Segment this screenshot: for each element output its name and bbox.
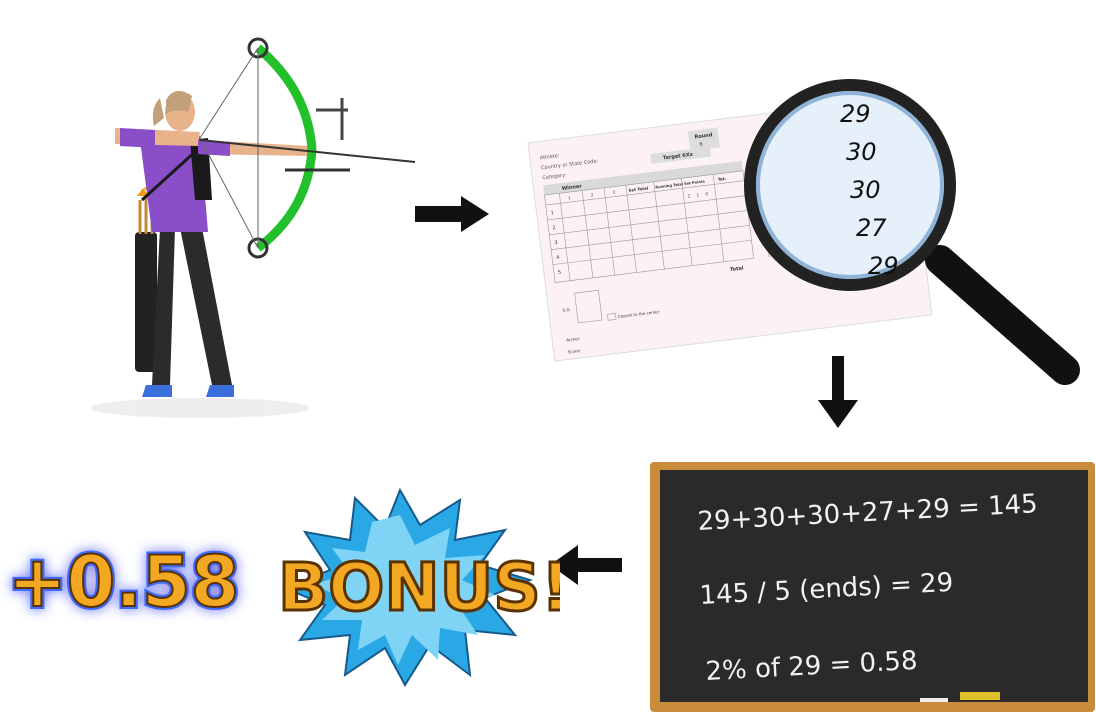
- set-points-1: 1: [696, 192, 700, 197]
- flow-arrow-down: [818, 356, 858, 428]
- flow-arrow-right: [415, 196, 489, 232]
- col-3: 3: [612, 189, 616, 194]
- handwritten-score-5: 29: [868, 252, 899, 280]
- quiver: [135, 232, 157, 372]
- flow-arrow-left: [550, 545, 622, 585]
- round-label: Round: [694, 132, 713, 140]
- category-label: Category:: [542, 172, 567, 181]
- target-label: Target 6Xx: [662, 152, 694, 162]
- so-label: S.O.: [562, 307, 571, 313]
- chalkboard: 29+30+30+27+29 = 145 145 / 5 (ends) = 29…: [620, 432, 1096, 713]
- row-5: 5: [558, 270, 562, 276]
- athlete-label: Athlete:: [540, 153, 561, 161]
- row-4: 4: [556, 255, 560, 261]
- set-points-0: 0: [705, 191, 709, 196]
- leg-left: [152, 228, 175, 385]
- bonus-graphic: BONUS! +0.58 +0.58: [0, 470, 572, 700]
- col-set-total: Set Total: [628, 185, 649, 192]
- set-points-2: 2: [687, 193, 691, 198]
- row-3: 3: [554, 240, 558, 246]
- scoresheet-magnifier: Athlete: Country or State Code: Category…: [520, 60, 1096, 400]
- bonus-value-glow: +0.58: [8, 541, 239, 623]
- chalk-piece: [920, 698, 948, 702]
- archer-label: Archer: [566, 336, 580, 343]
- magnifier-lens: [744, 79, 956, 291]
- eraser: [960, 692, 1000, 700]
- row-2: 2: [552, 225, 556, 231]
- col-1: 1: [568, 195, 572, 200]
- archer-illustration: [80, 0, 435, 420]
- bonus-value: +0.58: [8, 541, 239, 623]
- bonus-word: BONUS!: [278, 549, 560, 626]
- winner-label: Winner: [561, 183, 582, 191]
- chalkboard-surface: [660, 470, 1088, 702]
- closest-label: Closest to the center: [617, 309, 659, 319]
- col-running-total: Running Total: [655, 182, 683, 189]
- magnifier-handle: [925, 245, 1080, 385]
- arrow-shaft: [199, 139, 416, 163]
- shoe-left: [142, 385, 172, 397]
- archer-figure: [80, 0, 435, 420]
- col-2: 2: [590, 192, 594, 197]
- round-number: 6: [699, 142, 703, 148]
- magnifying-glass: 29 30 30 27 29: [744, 79, 1080, 385]
- bow-limb: [255, 44, 317, 252]
- shirt: [140, 136, 208, 232]
- scorer-label: Scorer: [567, 348, 581, 355]
- leg-right: [180, 228, 232, 385]
- col-set-points: Set Points: [684, 180, 705, 186]
- col-tot: Tot.: [718, 176, 727, 182]
- handwritten-score-3: 30: [850, 176, 881, 204]
- total-label: Total: [730, 265, 745, 273]
- row-1: 1: [550, 210, 554, 216]
- shoe-right: [206, 385, 234, 397]
- handwritten-score-4: 27: [856, 214, 887, 242]
- handwritten-score-1: 29: [840, 100, 871, 128]
- handwritten-score-2: 30: [846, 138, 877, 166]
